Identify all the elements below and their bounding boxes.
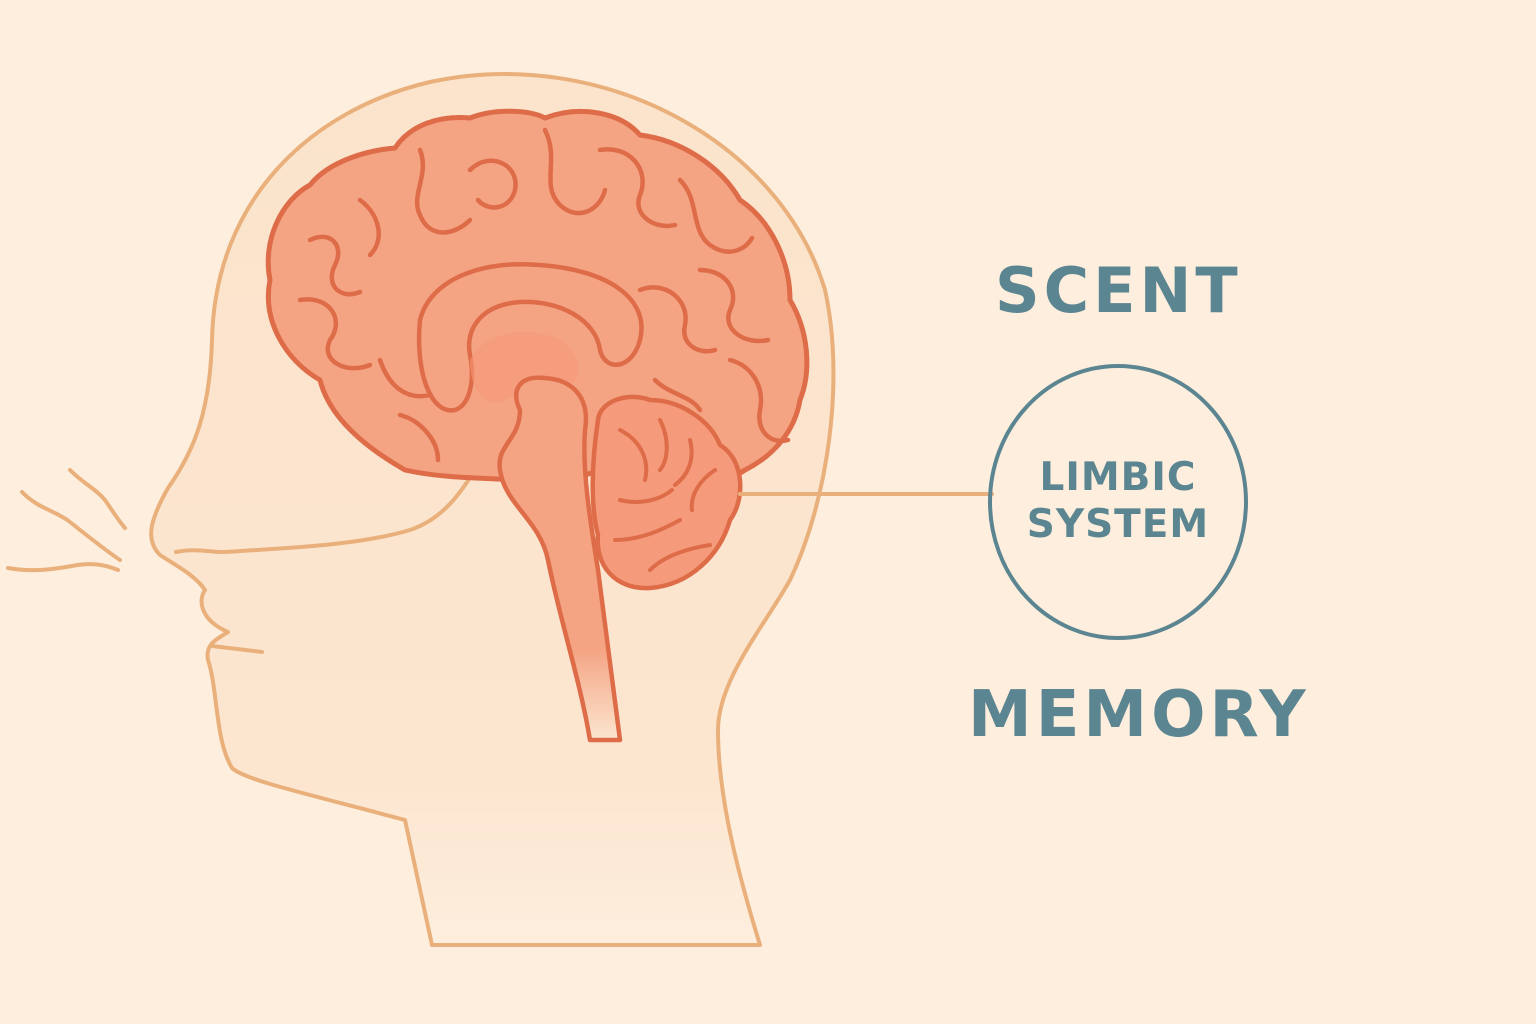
limbic-label-line2: SYSTEM (1026, 502, 1210, 547)
limbic-system-label: LIMBIC SYSTEM (990, 366, 1246, 638)
brain (265, 108, 810, 743)
cerebrum-folds (297, 127, 791, 463)
limbic-label-line1: LIMBIC (1039, 455, 1197, 501)
nostril-line (174, 548, 224, 554)
scent-waves-icon (6, 468, 127, 573)
mouth-line (210, 644, 264, 654)
limbic-circle (988, 364, 1248, 640)
memory-label: MEMORY (968, 678, 1310, 752)
cerebellum-folds (613, 418, 717, 572)
scent-label: SCENT (995, 254, 1242, 327)
corpus-callosum (416, 262, 644, 413)
brain-stem (497, 375, 623, 743)
